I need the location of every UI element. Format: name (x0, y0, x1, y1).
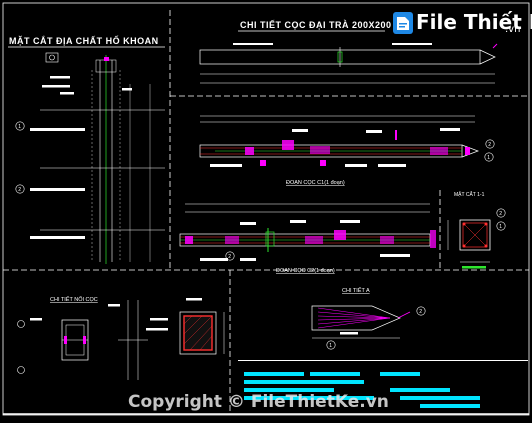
svg-text:2: 2 (419, 309, 422, 315)
svg-text:2: 2 (228, 254, 231, 260)
plate-detail (146, 298, 225, 355)
joint-detail (17, 300, 148, 380)
logo-domain: .vn (505, 24, 520, 35)
svg-text:1: 1 (499, 224, 502, 230)
tip-callout-1: 1 (326, 340, 336, 350)
tip-detail-a (311, 305, 411, 339)
section-callout-2: 2 (496, 208, 506, 218)
site-logo: File Thiết Kế .vn (393, 10, 532, 35)
pile-overview (199, 43, 498, 84)
svg-text:1: 1 (487, 155, 490, 161)
title-borehole: MẶT CẮT ĐỊA CHẤT HỐ KHOAN (9, 35, 159, 46)
svg-text:1: 1 (329, 343, 332, 349)
label-joint-detail: CHI TIẾT NỐI CỌC (50, 296, 98, 303)
c1-callout-2: 2 (485, 139, 495, 149)
c1-callout-1: 1 (484, 152, 494, 162)
svg-text:2: 2 (18, 187, 21, 193)
section-dividers (3, 10, 529, 414)
drawing-border (2, 2, 530, 416)
section-1-1 (447, 219, 491, 269)
logo-name: File Thiết Kế (416, 10, 532, 34)
pile-segment-c1 (199, 115, 479, 167)
label-segment-c1: ĐOẠN CỌC C1(1 đoạn) (286, 180, 345, 186)
borehole-callout-1: 1 (15, 121, 25, 131)
copyright-watermark: Copyright © FileThietKe.vn (128, 392, 389, 412)
section-callout-1: 1 (496, 221, 506, 231)
borehole-section (30, 52, 165, 264)
borehole-callout-2: 2 (15, 184, 25, 194)
pile-segment-c2 (179, 203, 436, 261)
tip-callout-2: 2 (416, 306, 426, 316)
svg-text:2: 2 (499, 211, 502, 217)
notes-block (238, 360, 528, 408)
svg-text:2: 2 (488, 142, 491, 148)
label-tip-detail: CHI TIẾT A (342, 287, 370, 294)
label-segment-c2: ĐOẠN CỌC C2(1 đoạn) (276, 268, 335, 274)
title-main: CHI TIẾT CỌC ĐẠI TRÀ 200X200 (240, 20, 392, 30)
svg-text:1: 1 (18, 124, 21, 130)
c2-callout-2: 2 (225, 251, 235, 261)
label-section-1-1: MẶT CẮT 1-1 (454, 190, 485, 198)
